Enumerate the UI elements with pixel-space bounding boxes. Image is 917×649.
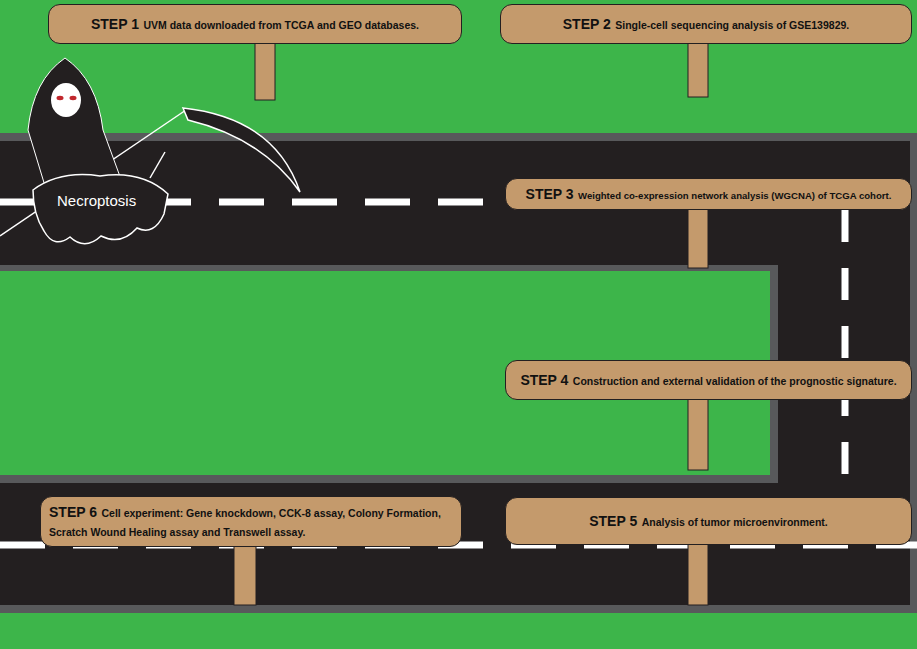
sign-text: STEP 6 Cell experiment: Gene knockdown, … bbox=[49, 502, 453, 540]
step-heading: STEP 5 bbox=[589, 513, 637, 529]
sign-text: STEP 1 UVM data downloaded from TCGA and… bbox=[57, 14, 453, 33]
sign-text: STEP 2 Single-cell sequencing analysis o… bbox=[509, 14, 903, 33]
step-heading: STEP 4 bbox=[520, 372, 568, 388]
sign-text: STEP 5 Analysis of tumor microenvironmen… bbox=[514, 511, 903, 530]
robe-label: Necroptosis bbox=[57, 192, 136, 209]
step-description: Weighted co-expression network analysis … bbox=[578, 190, 891, 201]
step-heading: STEP 3 bbox=[526, 186, 574, 202]
step-sign: STEP 3 Weighted co-expression network an… bbox=[505, 178, 912, 210]
step-heading: STEP 6 bbox=[49, 504, 97, 520]
step-sign: STEP 4 Construction and external validat… bbox=[505, 360, 912, 400]
step-description: Cell experiment: Gene knockdown, CCK-8 a… bbox=[49, 507, 441, 538]
sign-text: STEP 4 Construction and external validat… bbox=[514, 370, 903, 389]
road-edge bbox=[0, 475, 917, 613]
step-sign: STEP 5 Analysis of tumor microenvironmen… bbox=[505, 497, 912, 545]
step-heading: STEP 2 bbox=[563, 16, 611, 32]
step-description: UVM data downloaded from TCGA and GEO da… bbox=[143, 19, 419, 31]
step-sign: STEP 6 Cell experiment: Gene knockdown, … bbox=[40, 496, 462, 547]
sign-text: STEP 3 Weighted co-expression network an… bbox=[514, 184, 903, 203]
step-description: Single-cell sequencing analysis of GSE13… bbox=[615, 19, 849, 31]
step-sign: STEP 2 Single-cell sequencing analysis o… bbox=[500, 4, 912, 44]
step-description: Analysis of tumor microenvironment. bbox=[642, 516, 828, 528]
step-description: Construction and external validation of … bbox=[573, 375, 897, 387]
step-heading: STEP 1 bbox=[91, 16, 139, 32]
lane-mark bbox=[842, 210, 849, 500]
grim-reaper bbox=[0, 58, 300, 244]
step-sign: STEP 1 UVM data downloaded from TCGA and… bbox=[48, 4, 462, 44]
